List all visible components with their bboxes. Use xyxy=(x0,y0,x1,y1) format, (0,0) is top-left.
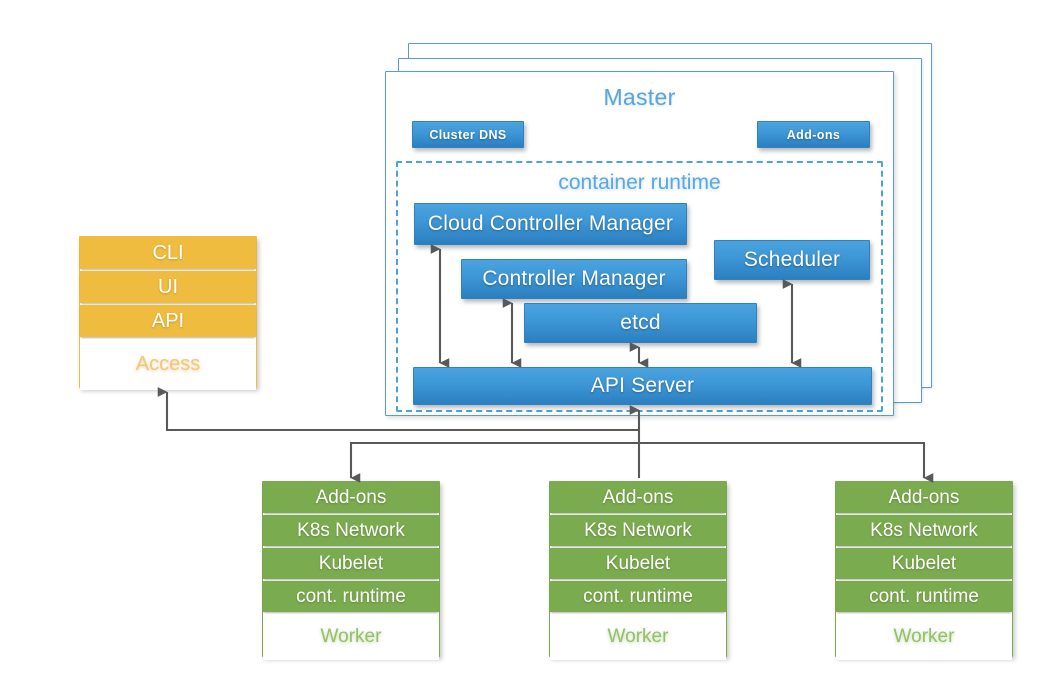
scheduler-label: Scheduler xyxy=(743,248,841,271)
worker-2-kubelet-label: Kubelet xyxy=(605,552,671,574)
worker-1-addons-label: Add-ons xyxy=(315,486,387,508)
container-runtime-label: container runtime xyxy=(558,171,721,194)
access-caption: Access xyxy=(80,339,256,390)
worker-node-1: Add-ons K8s Network Kubelet cont. runtim… xyxy=(262,481,440,660)
etcd-box[interactable]: etcd xyxy=(524,303,757,343)
wire-bus-worker-1 xyxy=(349,441,639,483)
worker-3-caption-label: Worker xyxy=(893,626,955,647)
worker-1-cont-runtime-label: cont. runtime xyxy=(296,585,406,607)
worker-3-layer-kubelet[interactable]: Kubelet xyxy=(836,548,1012,579)
worker-1-caption-label: Worker xyxy=(320,626,382,647)
worker-2-layer-addons[interactable]: Add-ons xyxy=(550,482,726,513)
worker-3-addons-label: Add-ons xyxy=(888,486,960,508)
access-layer-cli[interactable]: CLI xyxy=(80,237,256,269)
wire-bus-worker-3 xyxy=(639,441,934,483)
cluster-dns-box[interactable]: Cluster DNS xyxy=(412,121,524,148)
worker-2-caption-label: Worker xyxy=(607,626,669,647)
worker-1-layer-k8s-network[interactable]: K8s Network xyxy=(263,515,439,546)
access-stack: CLI UI API Access xyxy=(79,236,257,390)
access-layer-api[interactable]: API xyxy=(80,305,256,337)
controller-manager-box[interactable]: Controller Manager xyxy=(461,259,687,299)
worker-node-3: Add-ons K8s Network Kubelet cont. runtim… xyxy=(835,481,1013,660)
worker-3-cont-runtime-label: cont. runtime xyxy=(869,585,979,607)
master-title: Master xyxy=(603,84,676,110)
api-server-label: API Server xyxy=(590,374,695,397)
worker-3-caption: Worker xyxy=(836,614,1012,660)
cloud-controller-manager-label: Cloud Controller Manager xyxy=(427,212,674,235)
worker-3-layer-k8s-network[interactable]: K8s Network xyxy=(836,515,1012,546)
etcd-label: etcd xyxy=(620,311,661,334)
controller-manager-label: Controller Manager xyxy=(482,267,666,290)
worker-2-layer-kubelet[interactable]: Kubelet xyxy=(550,548,726,579)
worker-2-caption: Worker xyxy=(550,614,726,660)
worker-3-kubelet-label: Kubelet xyxy=(891,552,957,574)
access-layer-ui-label: UI xyxy=(158,275,178,298)
worker-3-layer-cont-runtime[interactable]: cont. runtime xyxy=(836,581,1012,612)
master-addons-label: Add-ons xyxy=(786,127,841,142)
worker-2-k8s-network-label: K8s Network xyxy=(584,519,692,541)
worker-2-cont-runtime-label: cont. runtime xyxy=(583,585,693,607)
worker-1-caption: Worker xyxy=(263,614,439,660)
worker-2-layer-k8s-network[interactable]: K8s Network xyxy=(550,515,726,546)
worker-2-addons-label: Add-ons xyxy=(602,486,674,508)
worker-3-layer-addons[interactable]: Add-ons xyxy=(836,482,1012,513)
access-layer-cli-label: CLI xyxy=(152,241,184,264)
access-layer-api-label: API xyxy=(151,309,185,332)
worker-1-layer-addons[interactable]: Add-ons xyxy=(263,482,439,513)
access-caption-label: Access xyxy=(135,353,201,375)
wire-access-bus xyxy=(157,387,639,432)
worker-1-k8s-network-label: K8s Network xyxy=(297,519,405,541)
api-server-box[interactable]: API Server xyxy=(413,367,872,405)
worker-1-layer-kubelet[interactable]: Kubelet xyxy=(263,548,439,579)
worker-2-layer-cont-runtime[interactable]: cont. runtime xyxy=(550,581,726,612)
cluster-dns-label: Cluster DNS xyxy=(429,127,507,142)
master-addons-box[interactable]: Add-ons xyxy=(757,121,870,148)
worker-1-kubelet-label: Kubelet xyxy=(318,552,384,574)
cloud-controller-manager-box[interactable]: Cloud Controller Manager xyxy=(414,203,687,245)
worker-1-layer-cont-runtime[interactable]: cont. runtime xyxy=(263,581,439,612)
access-layer-ui[interactable]: UI xyxy=(80,271,256,303)
worker-3-k8s-network-label: K8s Network xyxy=(870,519,978,541)
worker-node-2: Add-ons K8s Network Kubelet cont. runtim… xyxy=(549,481,727,660)
